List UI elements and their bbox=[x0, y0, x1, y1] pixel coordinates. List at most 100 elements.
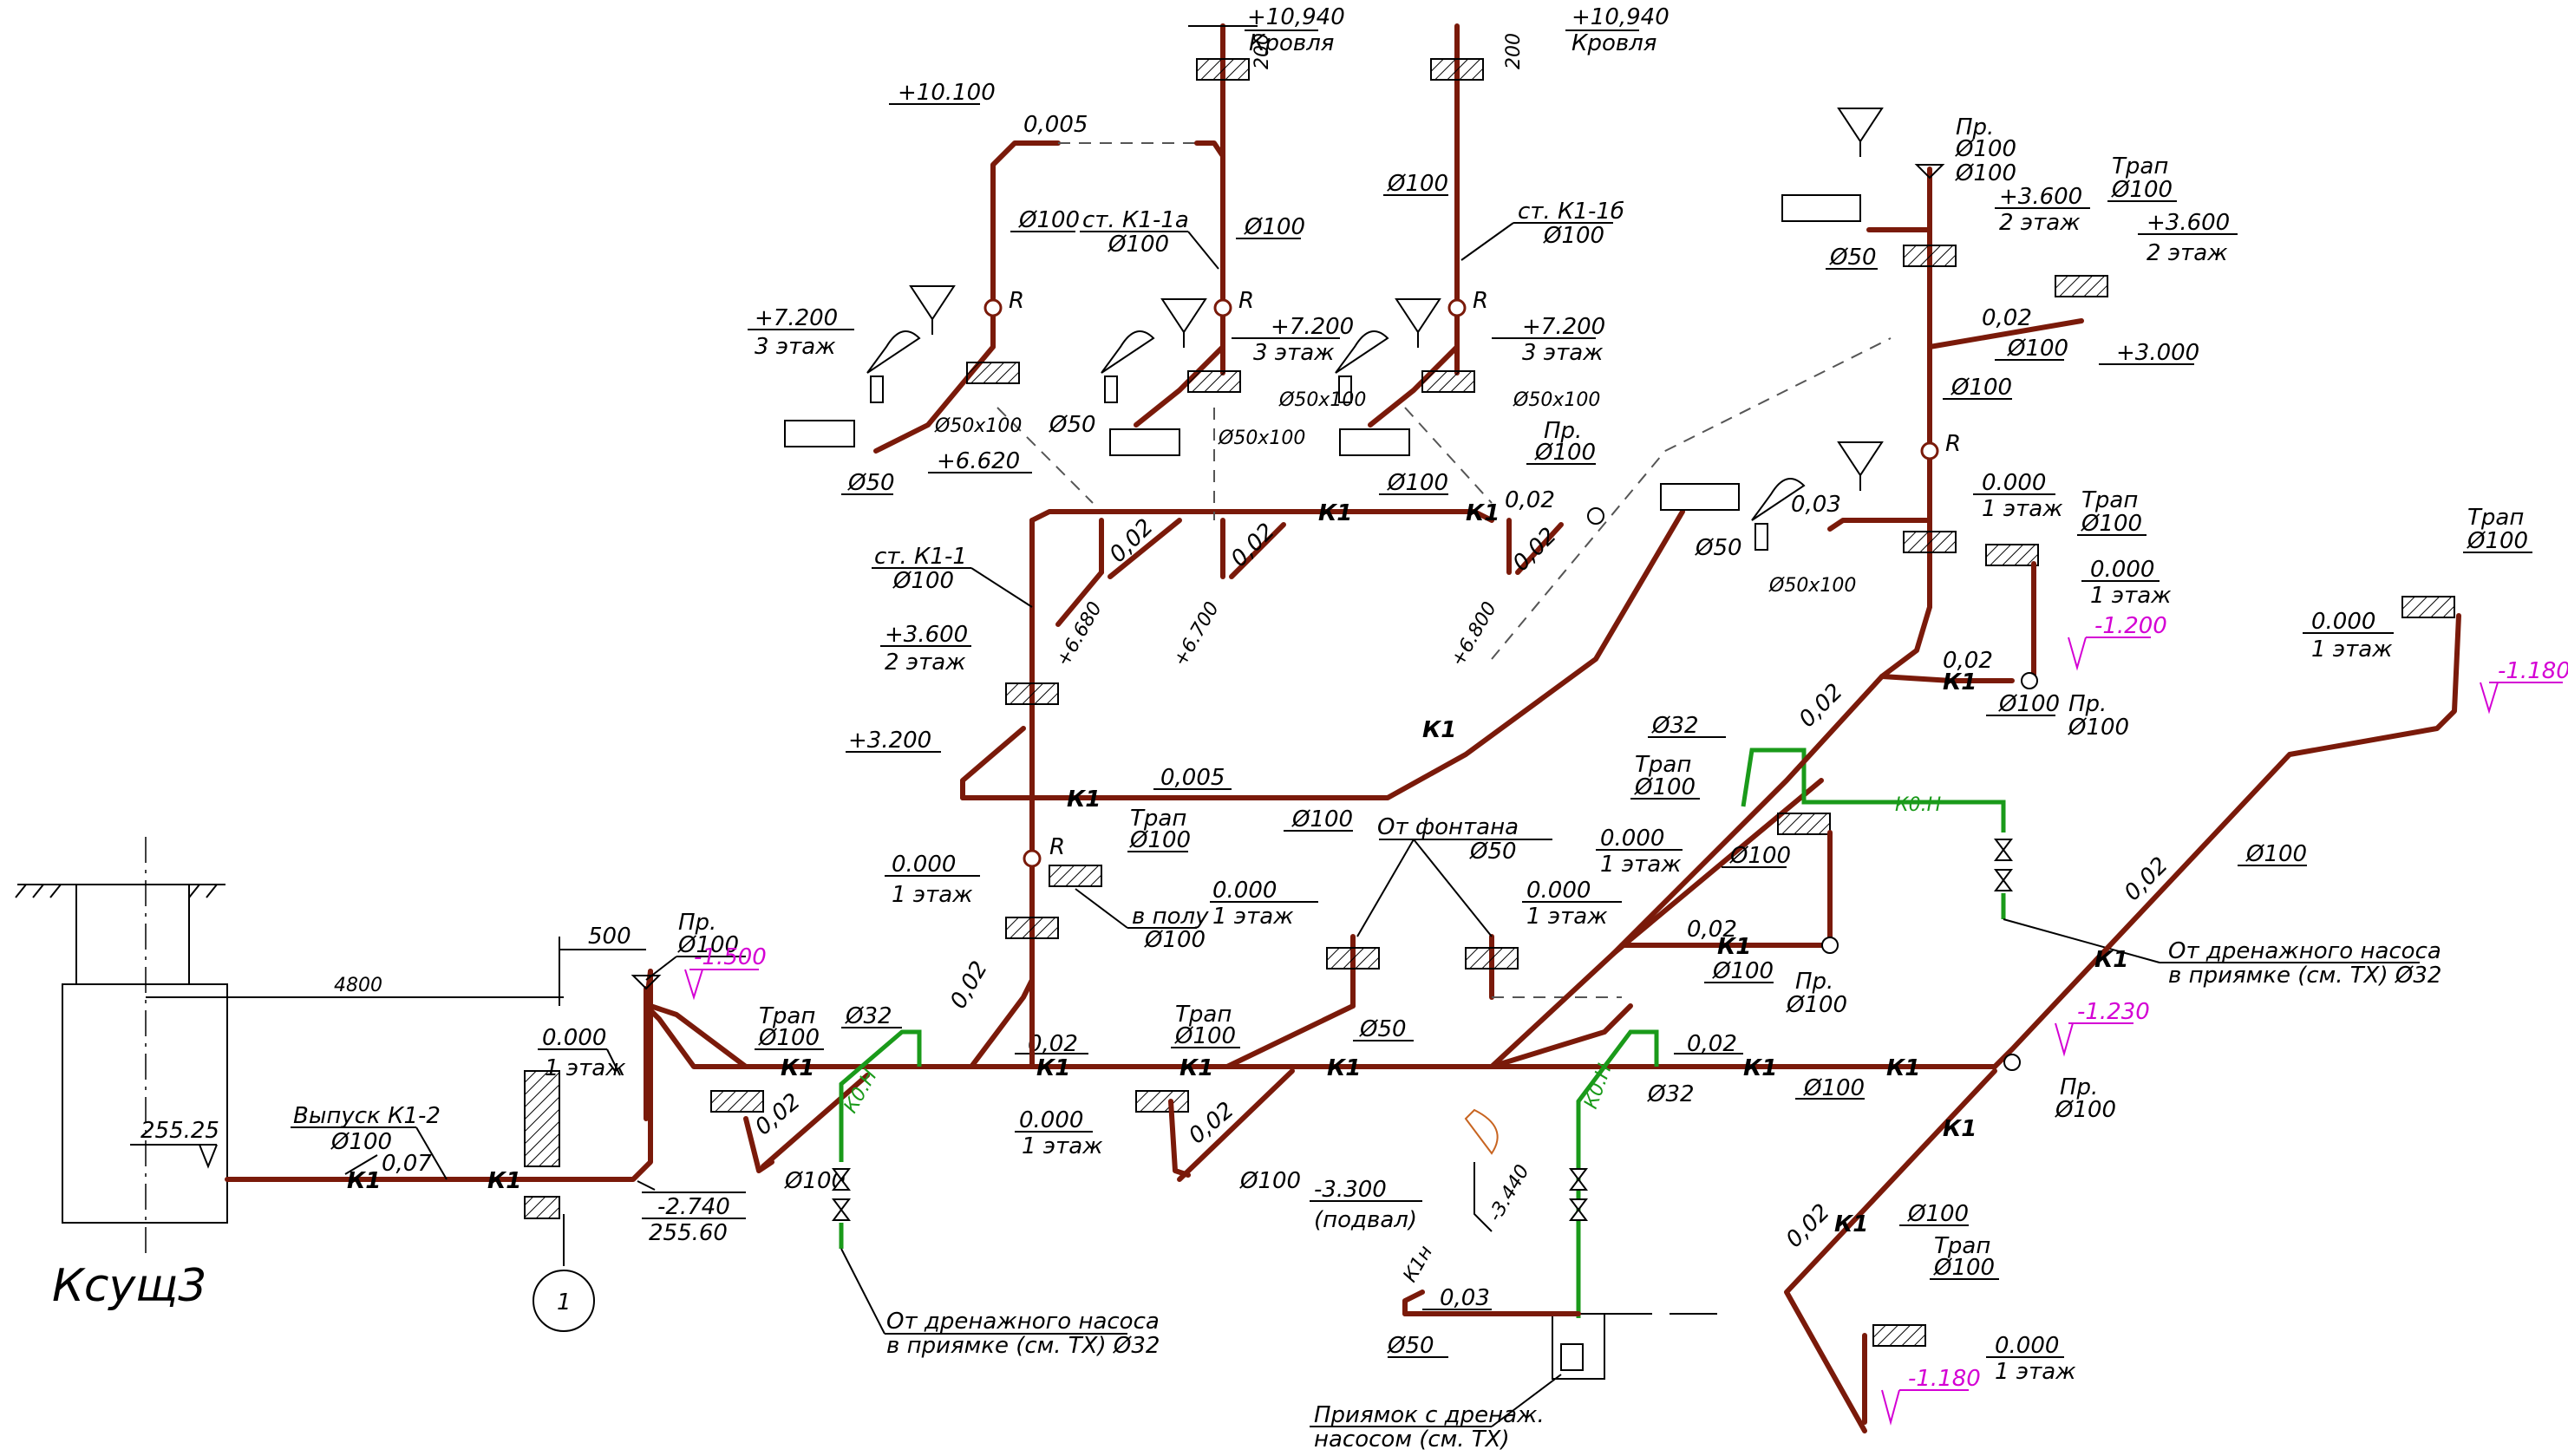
cleanout-label: Пр. bbox=[2068, 691, 2107, 717]
roof-elev: +10,940 bbox=[1572, 4, 1670, 30]
outlet-diameter: Ø100 bbox=[330, 1129, 392, 1155]
riser-label: ст. К1-1 bbox=[874, 544, 967, 570]
trap-label: Трап bbox=[759, 1003, 815, 1029]
diam-label: Ø100 bbox=[758, 1025, 820, 1051]
note-fountain-diam: Ø50 bbox=[1469, 839, 1517, 865]
diam-label: Ø50x100 bbox=[1278, 389, 1366, 411]
slope-label: 0,02 bbox=[1505, 487, 1555, 513]
pipe-mark: К1 bbox=[1743, 1055, 1777, 1081]
elev-mark: -1.180 bbox=[2498, 658, 2568, 684]
diam-label: Ø100 bbox=[1955, 160, 2016, 186]
note-pit: насосом (см. ТХ) bbox=[1314, 1427, 1510, 1453]
riser-label: ст. К1-1а bbox=[1082, 207, 1189, 233]
elev-label: +6.800 bbox=[1447, 598, 1501, 670]
pipe-mark: К1 bbox=[1327, 1055, 1361, 1081]
note-fountain: От фонтана bbox=[1377, 814, 1519, 840]
trap-label: Трап bbox=[1934, 1233, 1990, 1259]
diam-label: Ø50 bbox=[1387, 1333, 1434, 1359]
ground-floor-main: Пр. Ø100 -1.500 0.000 1 этаж Трап Ø100 0… bbox=[538, 778, 1997, 1194]
revision-label: R bbox=[1473, 288, 1488, 314]
floor-label: 3 этаж bbox=[1253, 340, 1335, 366]
level-label: +7.200 bbox=[755, 305, 838, 331]
cleanout-label: Пр. bbox=[1956, 114, 1994, 140]
elev-mark: -1.230 bbox=[2077, 999, 2150, 1025]
roof-dim: 200 bbox=[1251, 33, 1273, 69]
slope-label: 0,02 bbox=[1781, 1199, 1835, 1253]
floor-label: 1 этаж bbox=[1526, 904, 1608, 930]
diam-label: Ø100 bbox=[1634, 774, 1696, 800]
diam-label: Ø100 bbox=[1786, 992, 1847, 1018]
level-label: 0.000 bbox=[2090, 557, 2154, 583]
diam-label: Ø100 bbox=[2068, 715, 2129, 741]
bottom-elevation: -2.740 bbox=[657, 1194, 730, 1220]
cleanout-label: Пр. bbox=[1544, 418, 1582, 444]
level-label: 0.000 bbox=[1600, 826, 1664, 852]
slope-label: 0,02 bbox=[1687, 917, 1737, 943]
level-label: (подвал) bbox=[1314, 1207, 1417, 1233]
floor-label: 1 этаж bbox=[1982, 496, 2063, 522]
note-drain: От дренажного насоса bbox=[2168, 938, 2441, 964]
pipe-mark: К1 bbox=[1318, 500, 1352, 526]
slope-label: 0,02 bbox=[945, 957, 993, 1013]
slope-label: 0,02 bbox=[1943, 648, 1993, 674]
level-label: +10.100 bbox=[898, 80, 996, 106]
cleanout-label: Пр. bbox=[678, 910, 716, 936]
diam-label: Ø50x100 bbox=[1768, 575, 1856, 597]
trap-label: Трап bbox=[1130, 806, 1186, 832]
outlet-slope: 0,07 bbox=[382, 1151, 432, 1177]
diam-label: Ø100 bbox=[1712, 958, 1774, 984]
diam-label: Ø50 bbox=[847, 470, 895, 496]
diam-label: Ø100 bbox=[2007, 336, 2068, 362]
floor-label: 1 этаж bbox=[1600, 852, 1682, 878]
outlet-pipe: К1 К1 Выпуск К1-2 Ø100 0,07 1 -2.740 255… bbox=[225, 924, 746, 1332]
level-label: +7.200 bbox=[1522, 314, 1605, 340]
roof-label: Кровля bbox=[1572, 30, 1656, 56]
roof-dim: 200 bbox=[1503, 33, 1525, 69]
diam-label: Ø50 bbox=[1829, 245, 1877, 271]
note-drain: в приямке (см. ТХ) Ø32 bbox=[886, 1333, 1160, 1359]
trap-label: Трап bbox=[1175, 1002, 1232, 1028]
floor-label: 1 этаж bbox=[545, 1055, 626, 1081]
pipe-mark: К1 bbox=[781, 1055, 814, 1081]
pipe-mark: К1 bbox=[1886, 1055, 1920, 1081]
diam-label: Ø100 bbox=[1239, 1168, 1301, 1194]
level-label: 0.000 bbox=[1526, 878, 1591, 904]
level-label: -3.300 bbox=[1314, 1177, 1387, 1203]
level-label: +7.200 bbox=[1271, 314, 1354, 340]
diam-label: Ø50x100 bbox=[1513, 389, 1600, 411]
diam-label: Ø32 bbox=[845, 1003, 892, 1029]
riser-k1-1: R Трап Ø100 в полу Ø100 0,02 0.000 1 эта… bbox=[846, 337, 1892, 1069]
level-label: +6.620 bbox=[937, 448, 1020, 474]
elev-mark: -1.180 bbox=[1908, 1366, 1981, 1392]
diam-label: Ø100 bbox=[1387, 470, 1448, 496]
trap-label: Трап bbox=[2467, 505, 2524, 531]
level-label: 0.000 bbox=[1982, 470, 2046, 496]
pipe-mark: К1 bbox=[1466, 500, 1500, 526]
level-label: 0.000 bbox=[1019, 1107, 1083, 1133]
diam-label: Ø100 bbox=[1933, 1255, 1995, 1281]
level-label: 0.000 bbox=[1995, 1333, 2059, 1359]
elev-mark: -1.500 bbox=[694, 944, 767, 970]
floor-label: 1 этаж bbox=[2090, 583, 2172, 609]
diam-label: Ø100 bbox=[1907, 1201, 1969, 1227]
note-pit: Приямок с дренаж. bbox=[1314, 1402, 1545, 1428]
diam-label: Ø100 bbox=[1244, 214, 1305, 240]
pipe-mark: К1 bbox=[1422, 717, 1456, 743]
floor-label: 1 этаж bbox=[2311, 637, 2393, 663]
diam-label: Ø100 bbox=[1174, 1023, 1236, 1049]
revision-label: R bbox=[1049, 834, 1065, 860]
floor-note: в полу bbox=[1132, 904, 1209, 930]
diam-label: Ø100 bbox=[2245, 841, 2307, 867]
diam-label: Ø100 bbox=[1291, 806, 1353, 832]
diam-label: Ø100 bbox=[1144, 927, 1206, 953]
riser-diam: Ø100 bbox=[1108, 232, 1169, 258]
level-label: +3.200 bbox=[848, 728, 931, 754]
diam-label: Ø32 bbox=[1647, 1081, 1695, 1107]
level-label: +3.600 bbox=[1999, 184, 2082, 210]
floor-label: 2 этаж bbox=[885, 650, 966, 676]
diam-label: Ø100 bbox=[1955, 136, 2016, 162]
outlet-label: Выпуск К1-2 bbox=[293, 1103, 441, 1129]
diam-label: Ø100 bbox=[1729, 843, 1791, 869]
diam-label: Ø100 bbox=[2467, 528, 2528, 554]
